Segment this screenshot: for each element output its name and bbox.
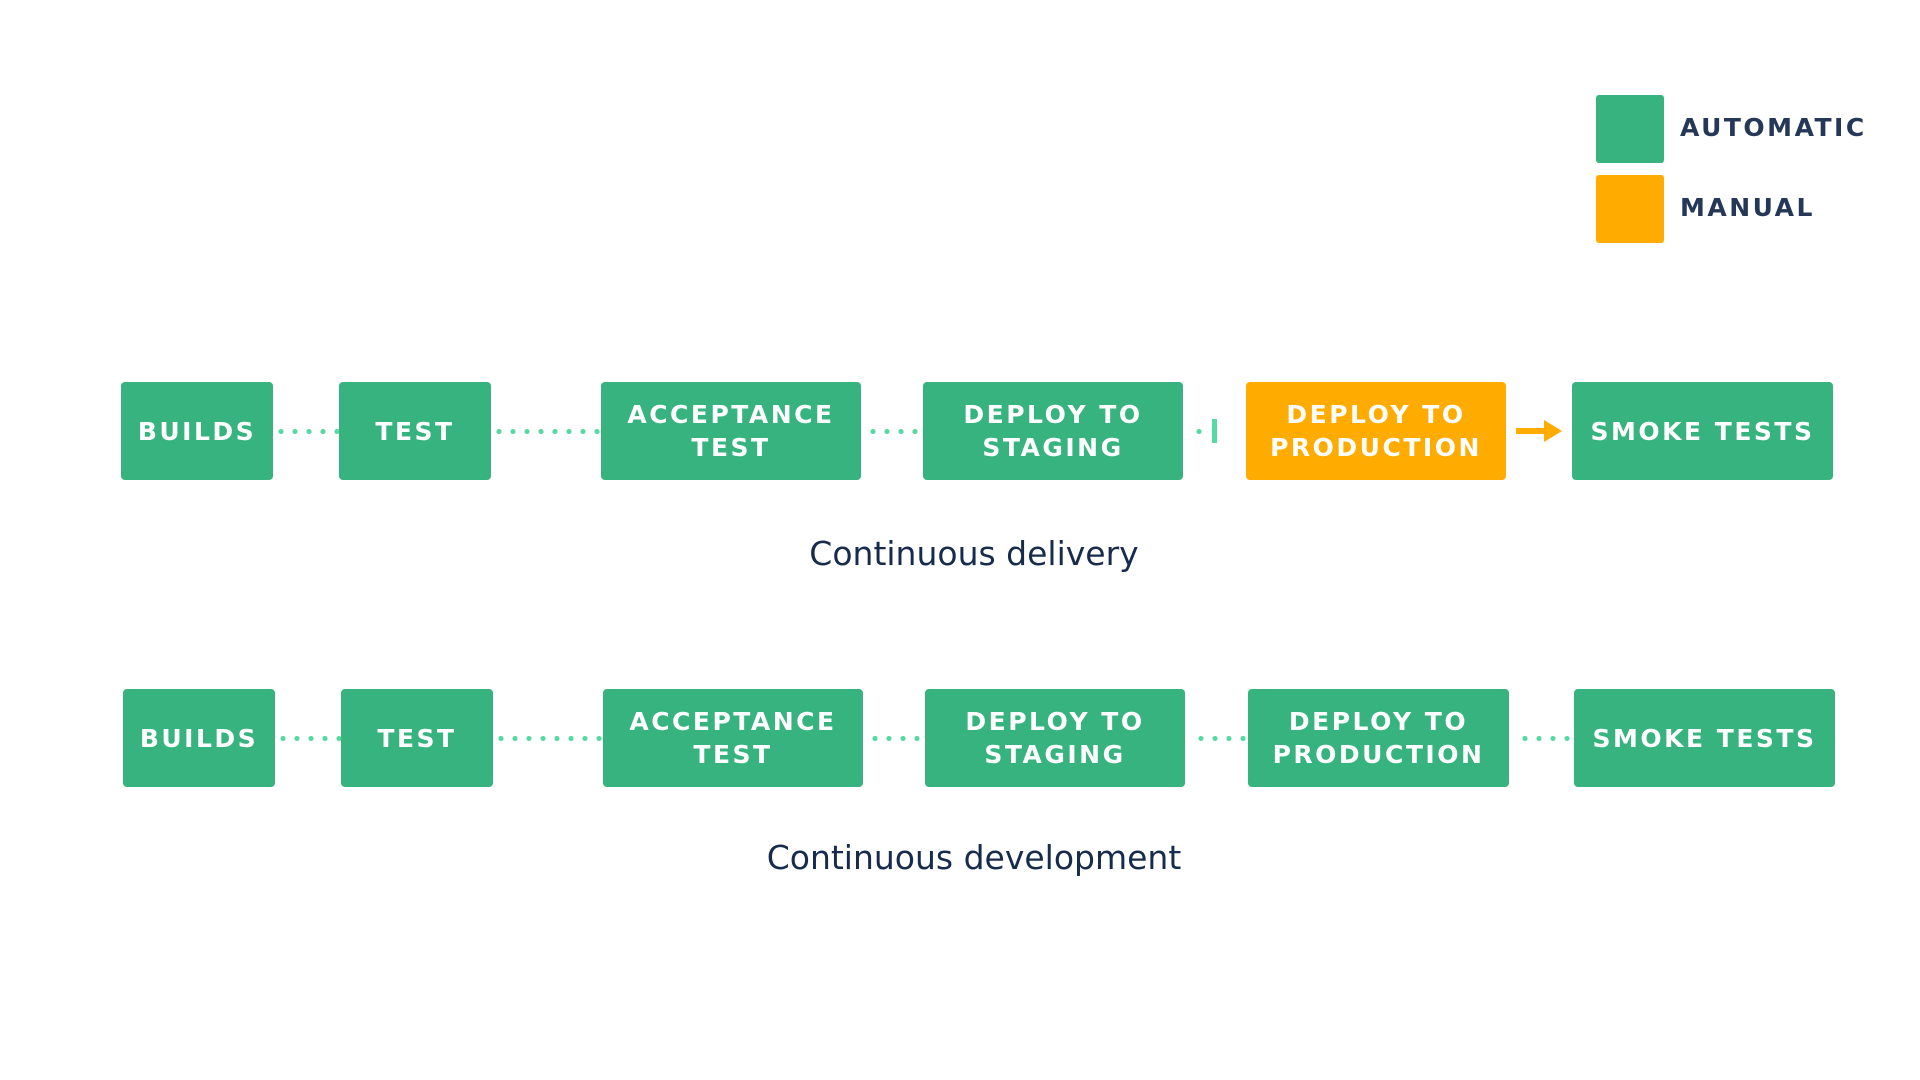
arrow-right-icon	[1516, 420, 1562, 442]
stage-smoke-tests: SMOKE TESTS	[1574, 689, 1835, 787]
legend-label-manual: MANUAL	[1680, 193, 1815, 222]
dotted-connector	[494, 736, 604, 741]
stage-builds: BUILDS	[121, 382, 273, 480]
caption-continuous-delivery: Continuous delivery	[809, 534, 1139, 573]
stage-deploy-to-production: DEPLOY TO PRODUCTION	[1246, 382, 1506, 480]
pipeline-continuous-development: BUILDS TEST ACCEPTANCE TEST DEPLOY TO ST…	[0, 689, 1920, 787]
pipeline-continuous-delivery: BUILDS TEST ACCEPTANCE TEST DEPLOY TO ST…	[0, 382, 1920, 480]
manual-gate-marker	[1212, 419, 1217, 443]
dotted-connector	[1192, 429, 1206, 434]
dotted-connector	[492, 429, 602, 434]
stage-test: TEST	[341, 689, 493, 787]
stage-test: TEST	[339, 382, 491, 480]
stage-deploy-to-staging: DEPLOY TO STAGING	[925, 689, 1185, 787]
caption-continuous-development: Continuous development	[766, 838, 1182, 877]
stage-acceptance-test: ACCEPTANCE TEST	[601, 382, 861, 480]
dotted-connector	[1194, 736, 1250, 741]
stage-acceptance-test: ACCEPTANCE TEST	[603, 689, 863, 787]
dotted-connector	[274, 429, 340, 434]
dotted-connector	[276, 736, 342, 741]
stage-builds: BUILDS	[123, 689, 275, 787]
legend-label-automatic: AUTOMATIC	[1680, 113, 1867, 142]
legend-swatch-manual	[1596, 175, 1664, 243]
dotted-connector	[866, 429, 922, 434]
stage-deploy-to-production: DEPLOY TO PRODUCTION	[1248, 689, 1509, 787]
stage-smoke-tests: SMOKE TESTS	[1572, 382, 1833, 480]
legend-swatch-automatic	[1596, 95, 1664, 163]
dotted-connector	[868, 736, 924, 741]
dotted-connector	[1518, 736, 1574, 741]
stage-deploy-to-staging: DEPLOY TO STAGING	[923, 382, 1183, 480]
